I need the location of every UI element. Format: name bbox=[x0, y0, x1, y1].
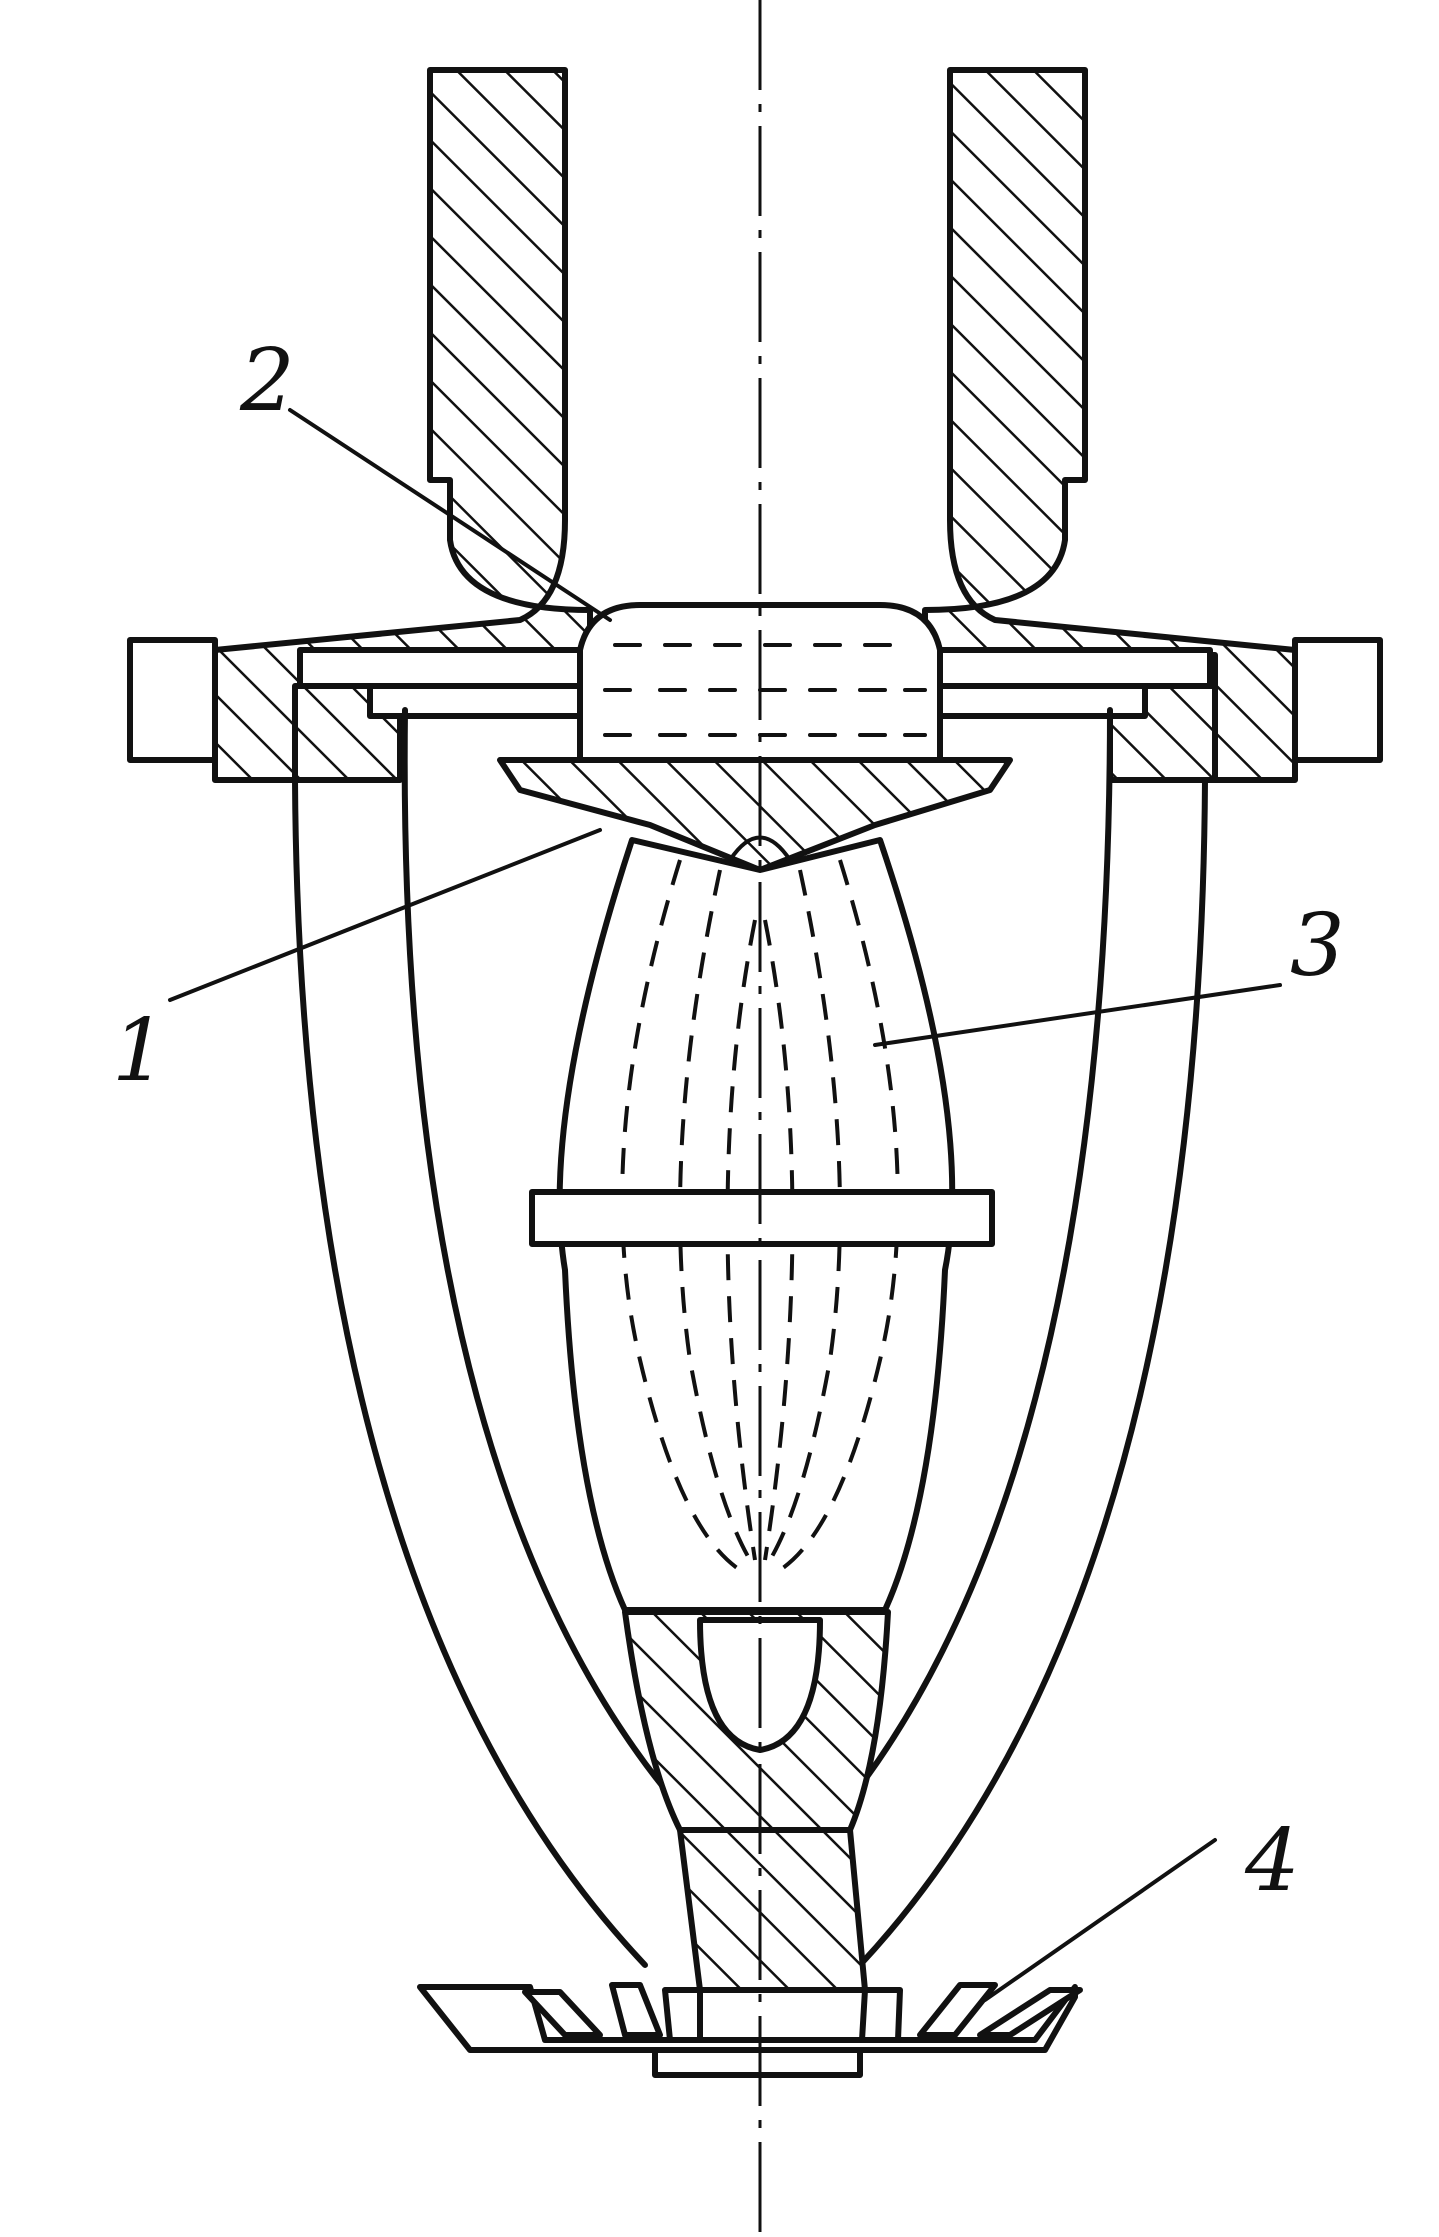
frame-inner-right bbox=[822, 707, 1113, 1833]
deflector-tine-6 bbox=[977, 1987, 1083, 2038]
deflector-tine-2 bbox=[609, 1982, 663, 2038]
frame-inner-left bbox=[401, 707, 703, 1833]
left-frame-arm bbox=[127, 637, 218, 763]
leader-4 bbox=[983, 1838, 1217, 2002]
liquid-fill-dashes bbox=[603, 643, 927, 737]
frame-arms bbox=[292, 707, 1208, 1968]
deflector-screw bbox=[677, 1827, 868, 1993]
leader-lines bbox=[168, 408, 1282, 2002]
valve-cap bbox=[497, 757, 1013, 873]
bulb-inner-dash-1 bbox=[620, 859, 742, 1572]
deflector-tine-5 bbox=[917, 1982, 998, 2038]
frame-outer-right bbox=[857, 777, 1208, 1968]
label-3: 3 bbox=[1290, 896, 1345, 996]
label-4: 4 bbox=[1244, 1811, 1300, 1911]
right-frame-arm bbox=[1292, 637, 1383, 763]
bulb-inner-dash-2 bbox=[678, 869, 752, 1562]
bulb-clamp-ring bbox=[529, 1189, 995, 1247]
leader-1 bbox=[168, 828, 602, 1002]
leader-2 bbox=[288, 408, 612, 622]
glass-bulb bbox=[529, 837, 995, 1613]
deflector-tine-1 bbox=[522, 1989, 603, 2038]
deflector-tine-4 bbox=[859, 1987, 903, 2043]
label-1: 1 bbox=[112, 1001, 167, 1101]
bulb-inner-dash-3 bbox=[778, 859, 900, 1572]
deflector bbox=[417, 1982, 1083, 2053]
frame-outer-left bbox=[292, 777, 648, 1968]
label-2: 2 bbox=[239, 331, 295, 431]
deflector-tine-3 bbox=[662, 1987, 703, 2043]
callout-labels: 1 2 3 4 bbox=[112, 331, 1345, 1911]
bulb-inner-dash-4 bbox=[768, 869, 842, 1562]
leader-3 bbox=[873, 983, 1282, 1047]
